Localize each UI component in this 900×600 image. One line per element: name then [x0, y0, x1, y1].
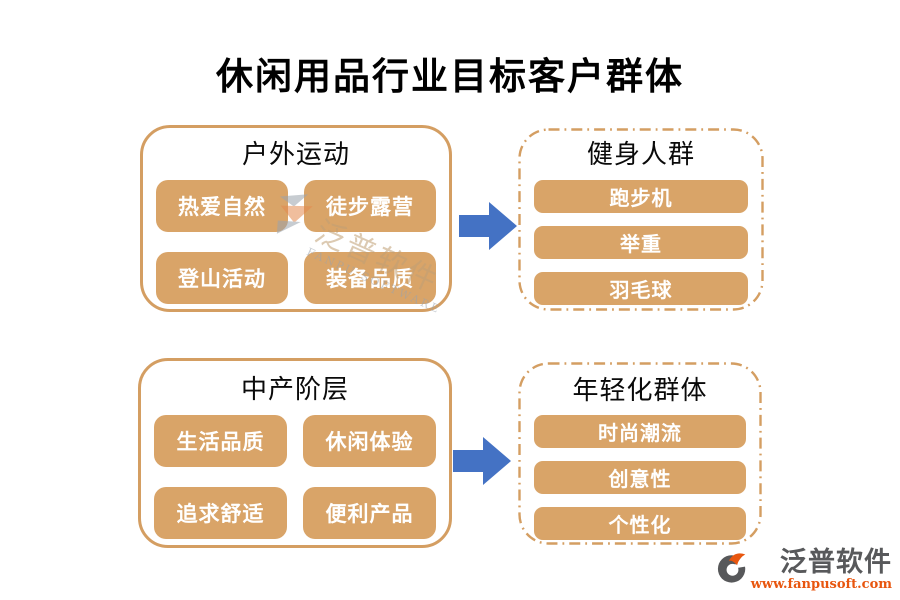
tag: 便利产品: [303, 487, 436, 539]
tag: 个性化: [534, 507, 746, 540]
group-box-fitness: 健身人群 跑步机 举重 羽毛球: [518, 128, 764, 311]
arrow-right-icon: [459, 202, 517, 250]
group-title: 中产阶层: [240, 375, 349, 405]
page-title: 休闲用品行业目标客户群体: [216, 54, 684, 98]
tag: 羽毛球: [534, 272, 748, 305]
group-title: 户外运动: [241, 140, 350, 170]
tag: 举重: [534, 226, 748, 259]
tag: 装备品质: [304, 252, 436, 304]
fanpu-logo-icon: [717, 549, 748, 583]
tag-stack: 时尚潮流 创意性 个性化: [518, 415, 762, 540]
tag: 休闲体验: [303, 415, 436, 467]
footer-brand: 泛普软件 www.fanpusoft.com: [717, 548, 892, 592]
tag: 跑步机: [534, 180, 748, 213]
group-title: 年轻化群体: [572, 376, 708, 406]
group-title: 健身人群: [586, 140, 695, 170]
group-box-outdoor: 户外运动 热爱自然 徒步露营 登山活动 装备品质: [140, 125, 452, 312]
tag: 生活品质: [154, 415, 287, 467]
tag: 创意性: [534, 461, 746, 494]
tag: 追求舒适: [154, 487, 287, 539]
group-box-youth: 年轻化群体 时尚潮流 创意性 个性化: [518, 362, 762, 545]
tag: 徒步露营: [304, 180, 436, 232]
footer-brand-name: 泛普软件: [780, 547, 892, 578]
dash-dot-border: [518, 362, 762, 545]
tag-grid: 生活品质 休闲体验 追求舒适 便利产品: [141, 415, 449, 539]
footer-brand-texts: 泛普软件 www.fanpusoft.com: [751, 548, 892, 592]
arrow-right-icon: [453, 437, 511, 485]
tag-stack: 跑步机 举重 羽毛球: [518, 180, 764, 305]
footer-brand-url: www.fanpusoft.com: [750, 577, 892, 592]
group-box-middle-class: 中产阶层 生活品质 休闲体验 追求舒适 便利产品: [138, 358, 452, 548]
tag: 时尚潮流: [534, 415, 746, 448]
dash-dot-border: [518, 128, 764, 311]
tag-grid: 热爱自然 徒步露营 登山活动 装备品质: [143, 180, 449, 304]
tag: 热爱自然: [156, 180, 288, 232]
tag: 登山活动: [156, 252, 288, 304]
